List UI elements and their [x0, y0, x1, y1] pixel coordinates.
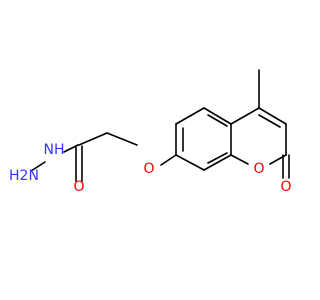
bonds — [30, 69, 290, 182]
bond-pyr-oring-ar — [230, 154, 249, 165]
atom-nh: NH — [44, 142, 65, 158]
bond-ch2-oether — [106, 132, 138, 146]
atom-h2n: H2N — [9, 168, 39, 184]
bond-oether-aromatic — [160, 154, 177, 166]
atom-o-carbonyl: O — [73, 179, 84, 195]
bond-pyr-c3-c2 — [258, 107, 287, 125]
bond-ar-inner-2 — [207, 114, 228, 127]
bond-ar-inner-3 — [207, 152, 228, 164]
bond-pyr-c3-c2-double — [258, 114, 281, 128]
bond-carbonyl-ch2 — [78, 132, 108, 146]
bond-ar5 — [203, 154, 232, 171]
molecule-canvas: H2N NH O O O O — [9, 69, 292, 195]
atom-o-lactone: O — [280, 179, 291, 195]
bond-ar3 — [203, 107, 232, 125]
atom-o-ring: O — [253, 161, 264, 177]
atom-labels: H2N NH O O O O — [9, 142, 291, 195]
atom-o-ether: O — [143, 161, 154, 177]
structure-drawing: H2N NH O O O O — [9, 69, 292, 195]
bond-ar6 — [175, 154, 205, 171]
bond-pyr-c4-c3 — [230, 107, 260, 125]
bond-nh2-nh — [30, 161, 46, 172]
bond-ar2 — [175, 107, 205, 125]
